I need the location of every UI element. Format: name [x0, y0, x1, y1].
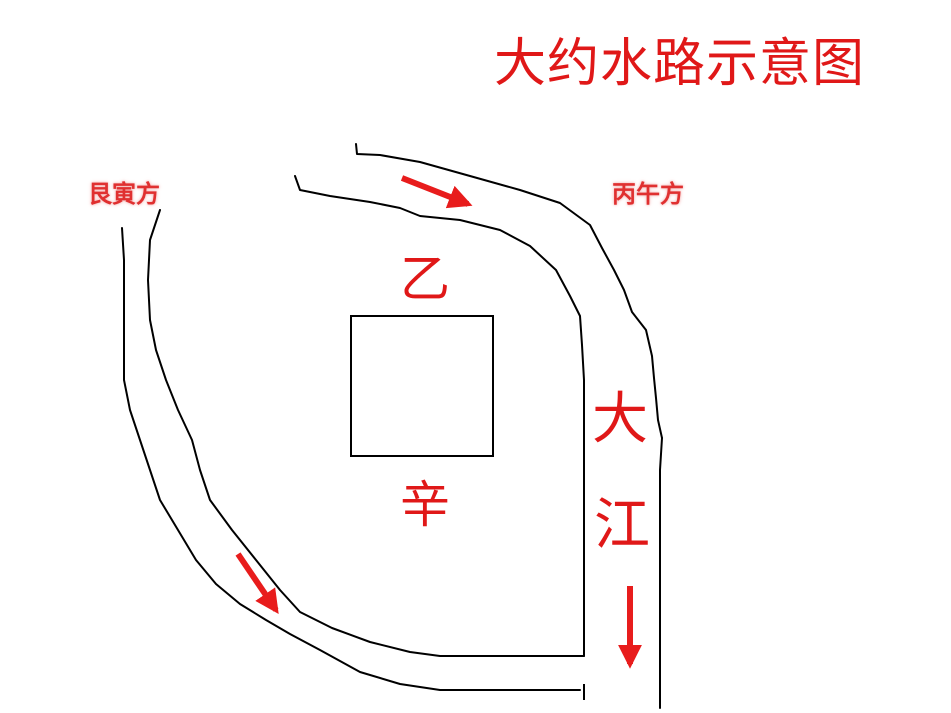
- diagram-title: 大约水路示意图: [494, 34, 866, 94]
- site-front-label: 乙: [400, 250, 450, 308]
- river-name-char-2: 江: [594, 493, 650, 558]
- direction-label-northeast: 艮寅方: [88, 179, 160, 208]
- stream-bank-outer: [355, 143, 663, 439]
- left-stream-inner: [147, 209, 585, 657]
- flow-arrow-top: [400, 175, 473, 209]
- site-back-label: 辛: [400, 476, 450, 534]
- flow-arrow-left: [235, 552, 279, 614]
- stream-bank-inner: [294, 175, 585, 657]
- river-east-bank: [659, 437, 663, 709]
- left-stream-outer: [121, 227, 581, 691]
- river-name-char-1: 大: [592, 387, 648, 452]
- site-square: [350, 315, 494, 457]
- direction-label-south: 丙午方: [612, 179, 684, 208]
